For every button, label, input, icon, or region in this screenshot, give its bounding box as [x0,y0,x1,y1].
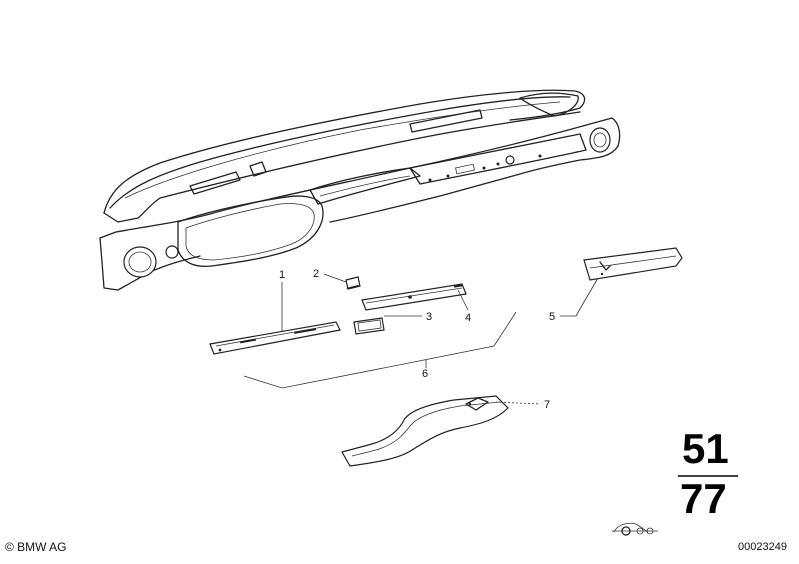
callout-6: 6 [422,368,429,380]
part-3-pad [353,317,385,335]
callout-2: 2 [313,268,320,280]
part-7-duct [341,395,509,467]
callout-3: 3 [426,311,433,323]
callout-5: 5 [549,311,556,323]
part-1-trim-strip [209,321,341,355]
callout-7: 7 [544,399,551,411]
callout-4: 4 [465,312,472,324]
car-outline-icon [612,522,658,536]
callout-1: 1 [279,269,286,281]
part-4-trim-strip [361,283,467,311]
leader-5 [560,277,599,317]
leader-2 [323,273,347,283]
part-2-clip [345,276,361,290]
leader-6-bracket [243,311,517,389]
part-5-panel [583,247,683,281]
group-number-main: 51 [682,425,729,472]
image-number: 00023249 [738,541,787,553]
group-number-sub: 77 [680,475,727,522]
dashboard-panel [99,89,621,291]
copyright-label: © BMW AG [5,540,67,554]
leader-4 [457,289,469,311]
leader-7 [495,401,541,405]
